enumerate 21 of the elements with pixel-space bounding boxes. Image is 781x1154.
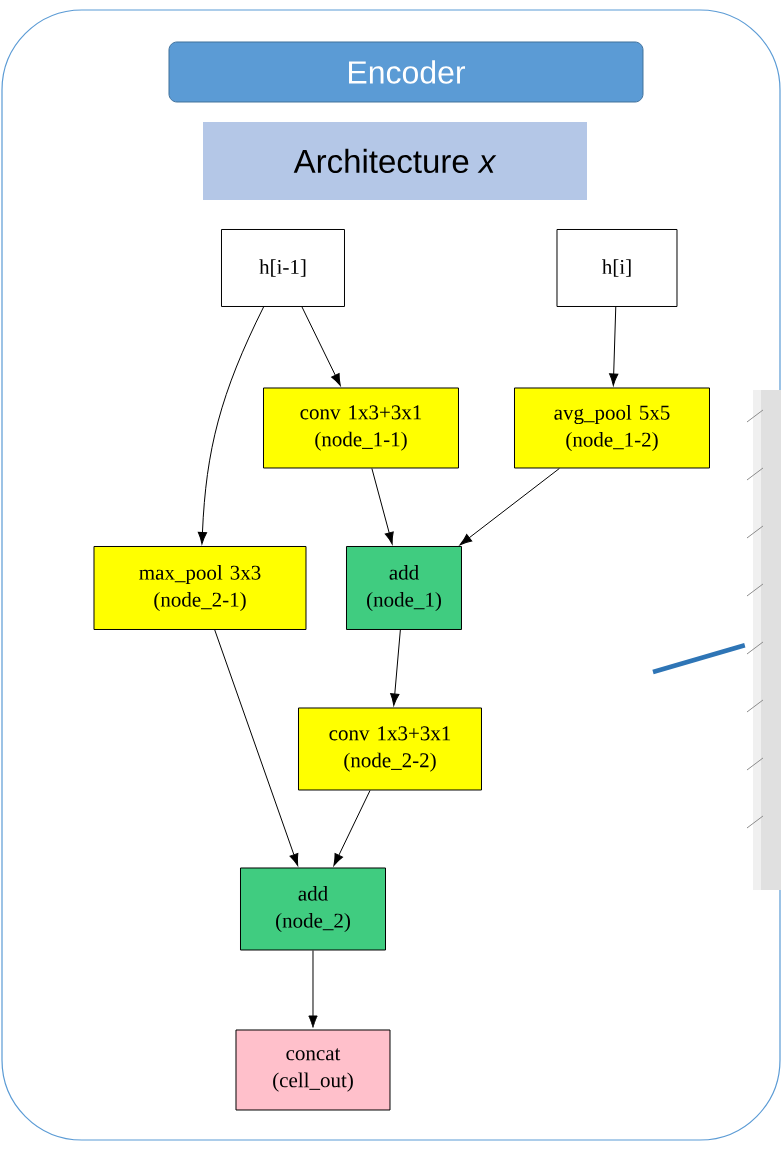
arrow	[308, 950, 318, 1028]
picture	[746, 390, 781, 890]
input-box: h[i]	[556, 229, 678, 307]
arrow	[333, 790, 371, 867]
arrow	[197, 306, 265, 545]
title-box: Architecture x	[203, 122, 587, 200]
operation-box: max_pool 3x3 (node_2-1)	[93, 546, 307, 630]
operation-box: concat (cell_out)	[235, 1029, 391, 1111]
arrow	[609, 306, 619, 386]
operation-box: conv 1x3+3x1 (node_1-1)	[263, 387, 459, 469]
arrow	[459, 468, 560, 546]
arrow	[214, 629, 299, 866]
operation-box: avg_pool 5x5 (node_1-2)	[514, 387, 710, 469]
operation-box: add (node_2)	[240, 867, 386, 951]
input-box: h[i-1]	[221, 229, 345, 307]
arrow	[371, 468, 394, 545]
operation-box: conv 1x3+3x1 (node_2-2)	[298, 707, 482, 791]
arrow	[390, 629, 401, 706]
header-bar: Encoder	[168, 41, 644, 103]
operation-box: add (node_1)	[346, 546, 462, 630]
arrow	[301, 306, 341, 387]
